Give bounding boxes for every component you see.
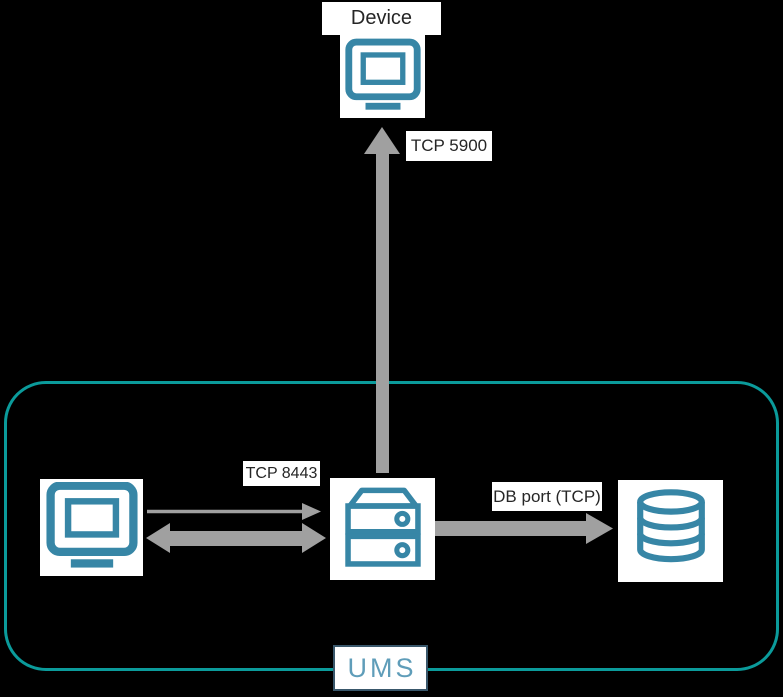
database-icon [636, 489, 705, 563]
arrow-bidirectional-thick [146, 523, 326, 553]
device-node-label: Device [322, 2, 441, 35]
arrow-db-port-right [435, 513, 613, 544]
label-db-port: DB port (TCP) [492, 482, 602, 511]
console-node [40, 479, 143, 576]
ums-server-node [330, 478, 435, 580]
arrow-tcp8443-thin-right [147, 503, 321, 520]
monitor-icon [45, 481, 138, 568]
label-tcp5900: TCP 5900 [406, 131, 492, 161]
server-icon [344, 487, 421, 567]
device-node [340, 35, 425, 118]
database-node [618, 480, 723, 582]
arrow-tcp5900-up [364, 127, 400, 473]
monitor-icon [344, 38, 421, 110]
label-tcp8443: TCP 8443 [243, 461, 320, 486]
ums-label: UMS [347, 652, 417, 683]
ums-label-box: UMS [333, 645, 428, 691]
